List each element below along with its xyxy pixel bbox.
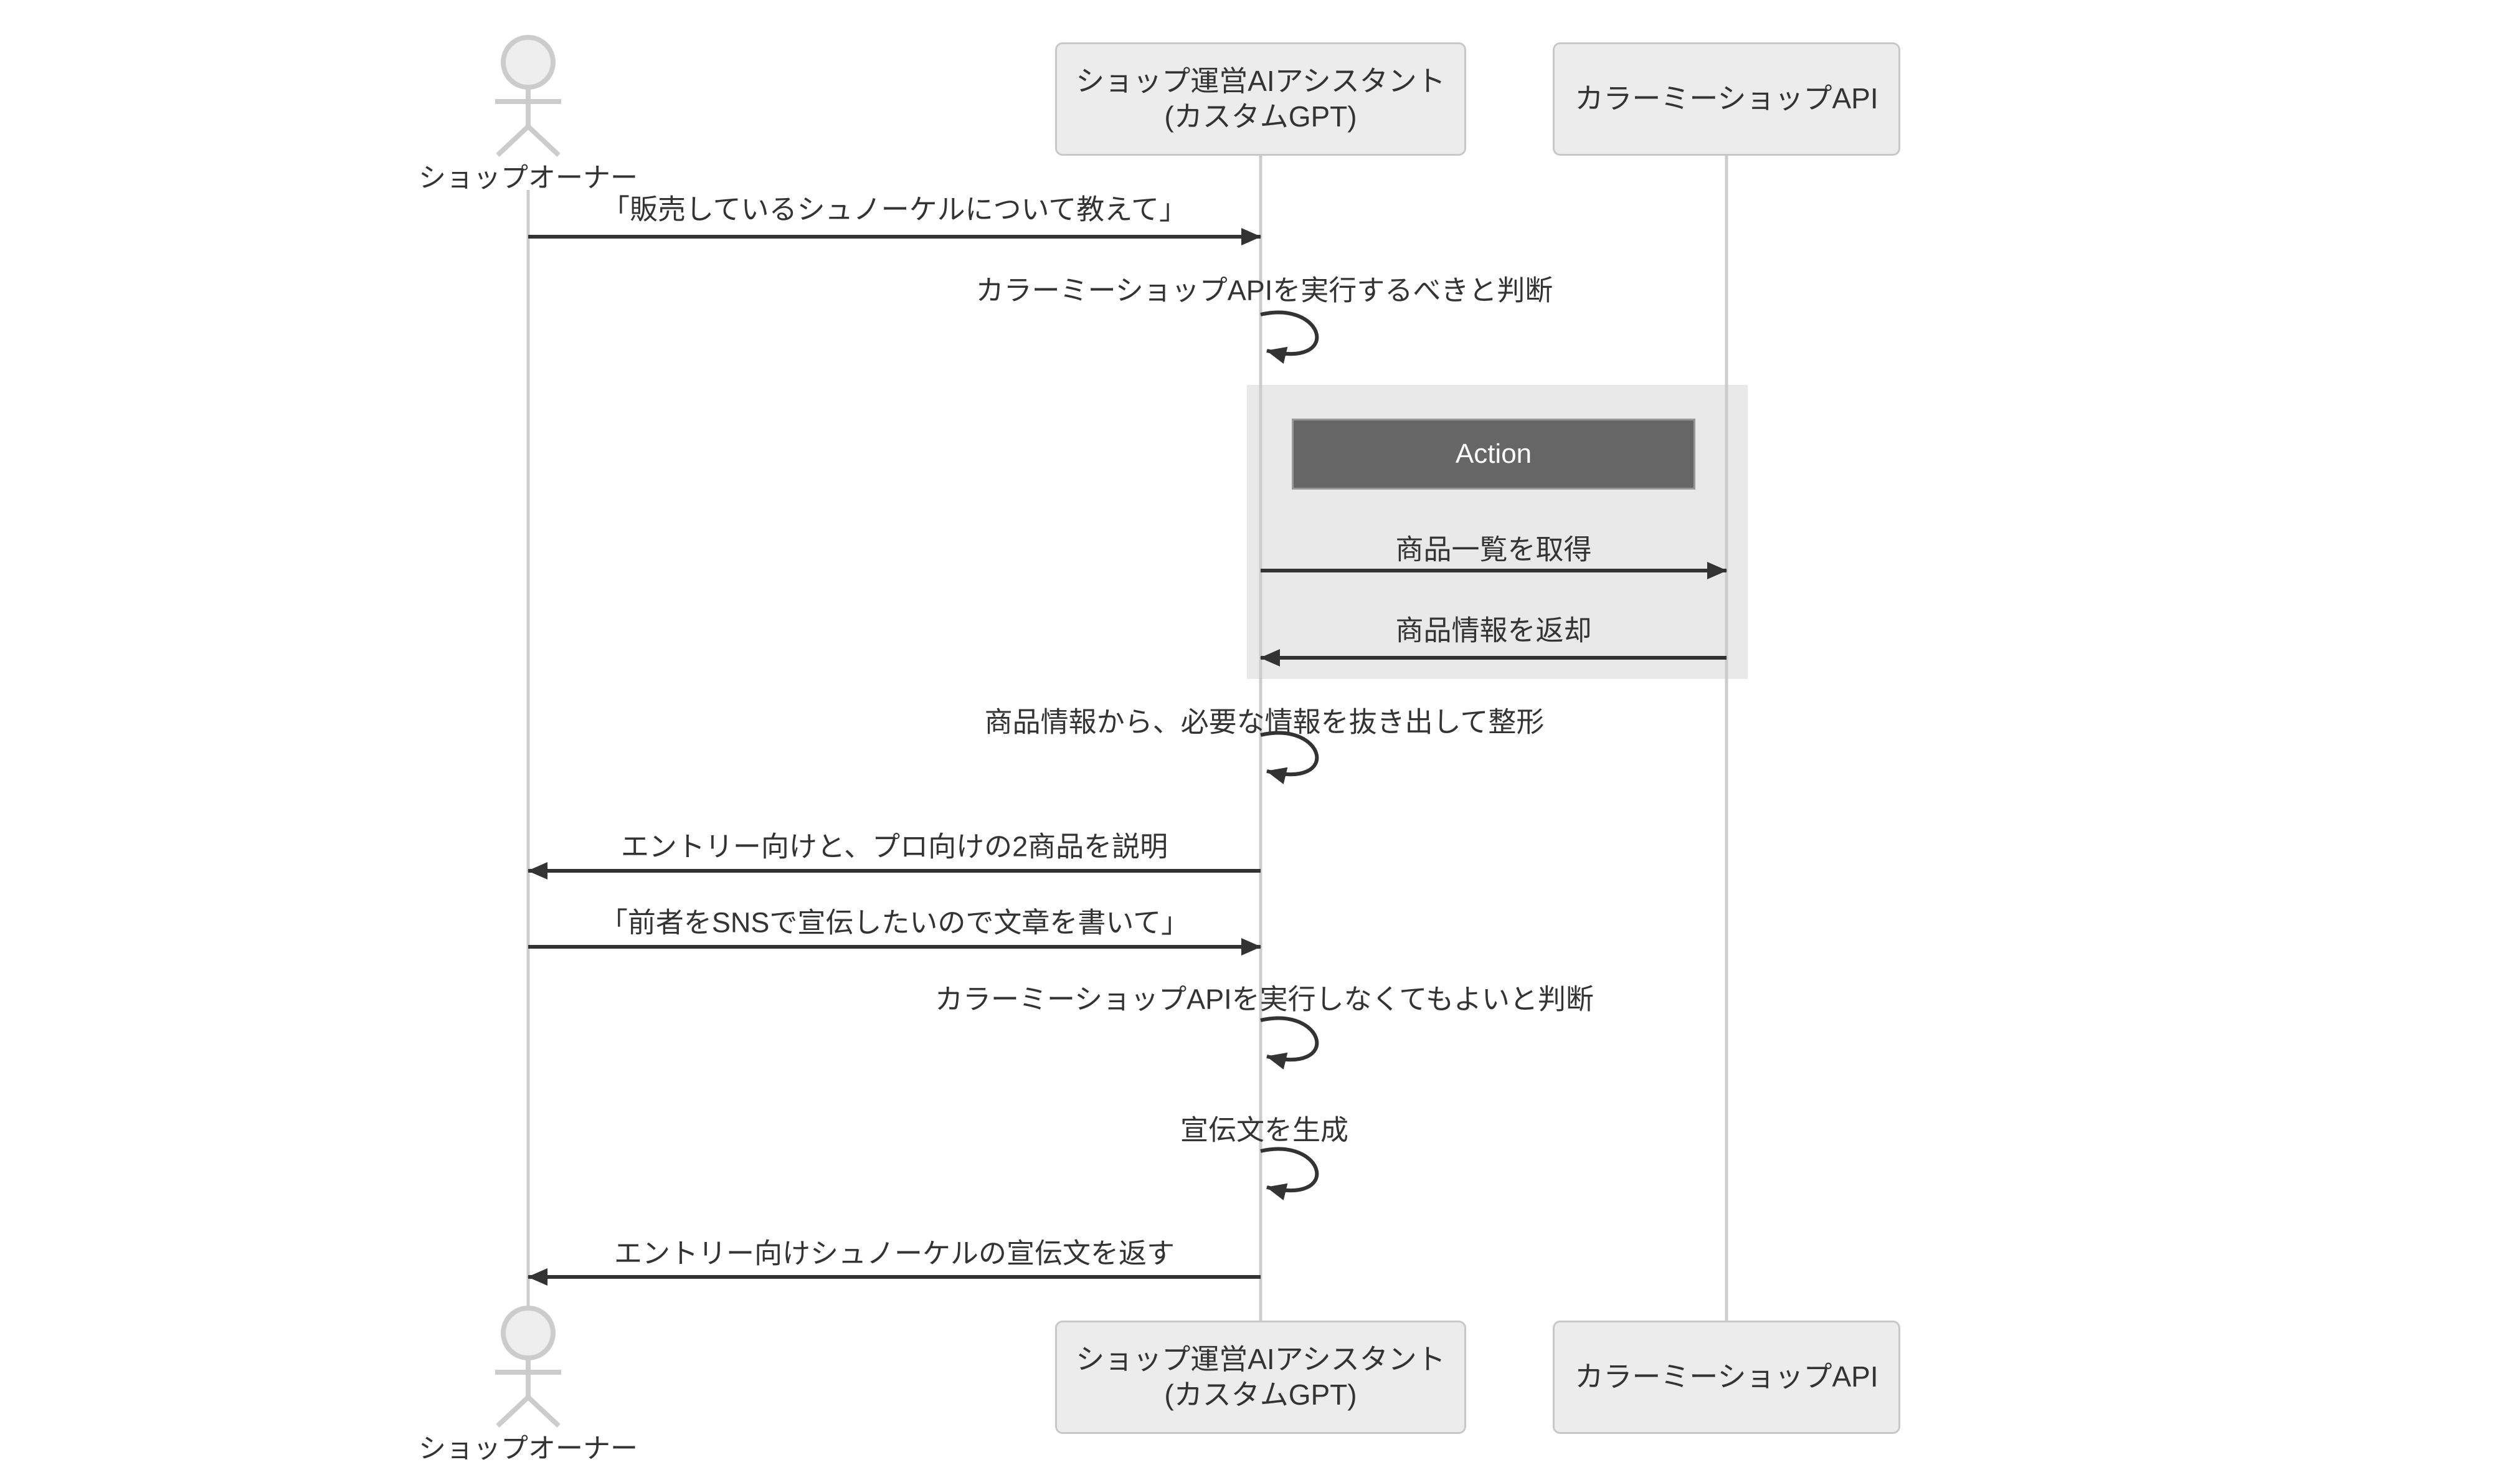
participant-api-bottom: カラーミーショップAPI xyxy=(1553,1321,1900,1434)
message-label-8: カラーミーショップAPIを実行しなくてもよいと判断 xyxy=(934,983,1594,1015)
participant-api-top: カラーミーショップAPI xyxy=(1553,42,1900,156)
message-label-3: 商品一覧を取得 xyxy=(1395,533,1592,566)
message-label-2: カラーミーショップAPIを実行するべきと判断 xyxy=(975,274,1553,306)
shop-owner-actor-figure-top xyxy=(495,35,561,157)
participant-assistant-bottom: ショップ運営AIアシスタント (カスタムGPT) xyxy=(1055,1321,1466,1434)
participant-assistant-label-line2: (カスタムGPT) xyxy=(1164,100,1357,133)
participant-assistant-label-line2: (カスタムGPT) xyxy=(1164,1378,1357,1411)
message-label-5: 商品情報から、必要な情報を抜き出して整形 xyxy=(984,706,1545,738)
self-loop-arrow-2 xyxy=(1260,731,1319,784)
message-label-1: 「販売しているシュノーケルについて教えて」 xyxy=(601,193,1188,225)
actor-label-bottom: ショップオーナー xyxy=(419,1433,638,1464)
message-label-10: エントリー向けシュノーケルの宣伝文を返す xyxy=(613,1237,1175,1269)
shop-owner-actor-figure-bottom xyxy=(495,1306,561,1428)
participant-assistant-top: ショップ運営AIアシスタント (カスタムGPT) xyxy=(1055,42,1466,156)
message-label-4: 商品情報を返却 xyxy=(1395,614,1592,647)
participant-api-label: カラーミーショップAPI xyxy=(1575,1360,1878,1393)
self-loop-arrow-4 xyxy=(1260,1147,1319,1200)
message-label-7: 「前者をSNSで宣伝したいので文章を書いて」 xyxy=(599,906,1190,939)
self-loop-arrow-3 xyxy=(1260,1016,1319,1070)
participant-assistant-label-line1: ショップ運営AIアシスタント xyxy=(1076,64,1446,97)
self-loop-arrow-1 xyxy=(1260,310,1319,364)
participant-api-label: カラーミーショップAPI xyxy=(1575,82,1878,115)
message-label-9: 宣伝文を生成 xyxy=(1180,1114,1349,1146)
action-label: Action xyxy=(1292,419,1695,490)
message-label-6: エントリー向けと、プロ向けの2商品を説明 xyxy=(620,830,1168,863)
participant-assistant-label-line1: ショップ運営AIアシスタント xyxy=(1076,1342,1446,1375)
actor-label-top: ショップオーナー xyxy=(419,163,638,193)
